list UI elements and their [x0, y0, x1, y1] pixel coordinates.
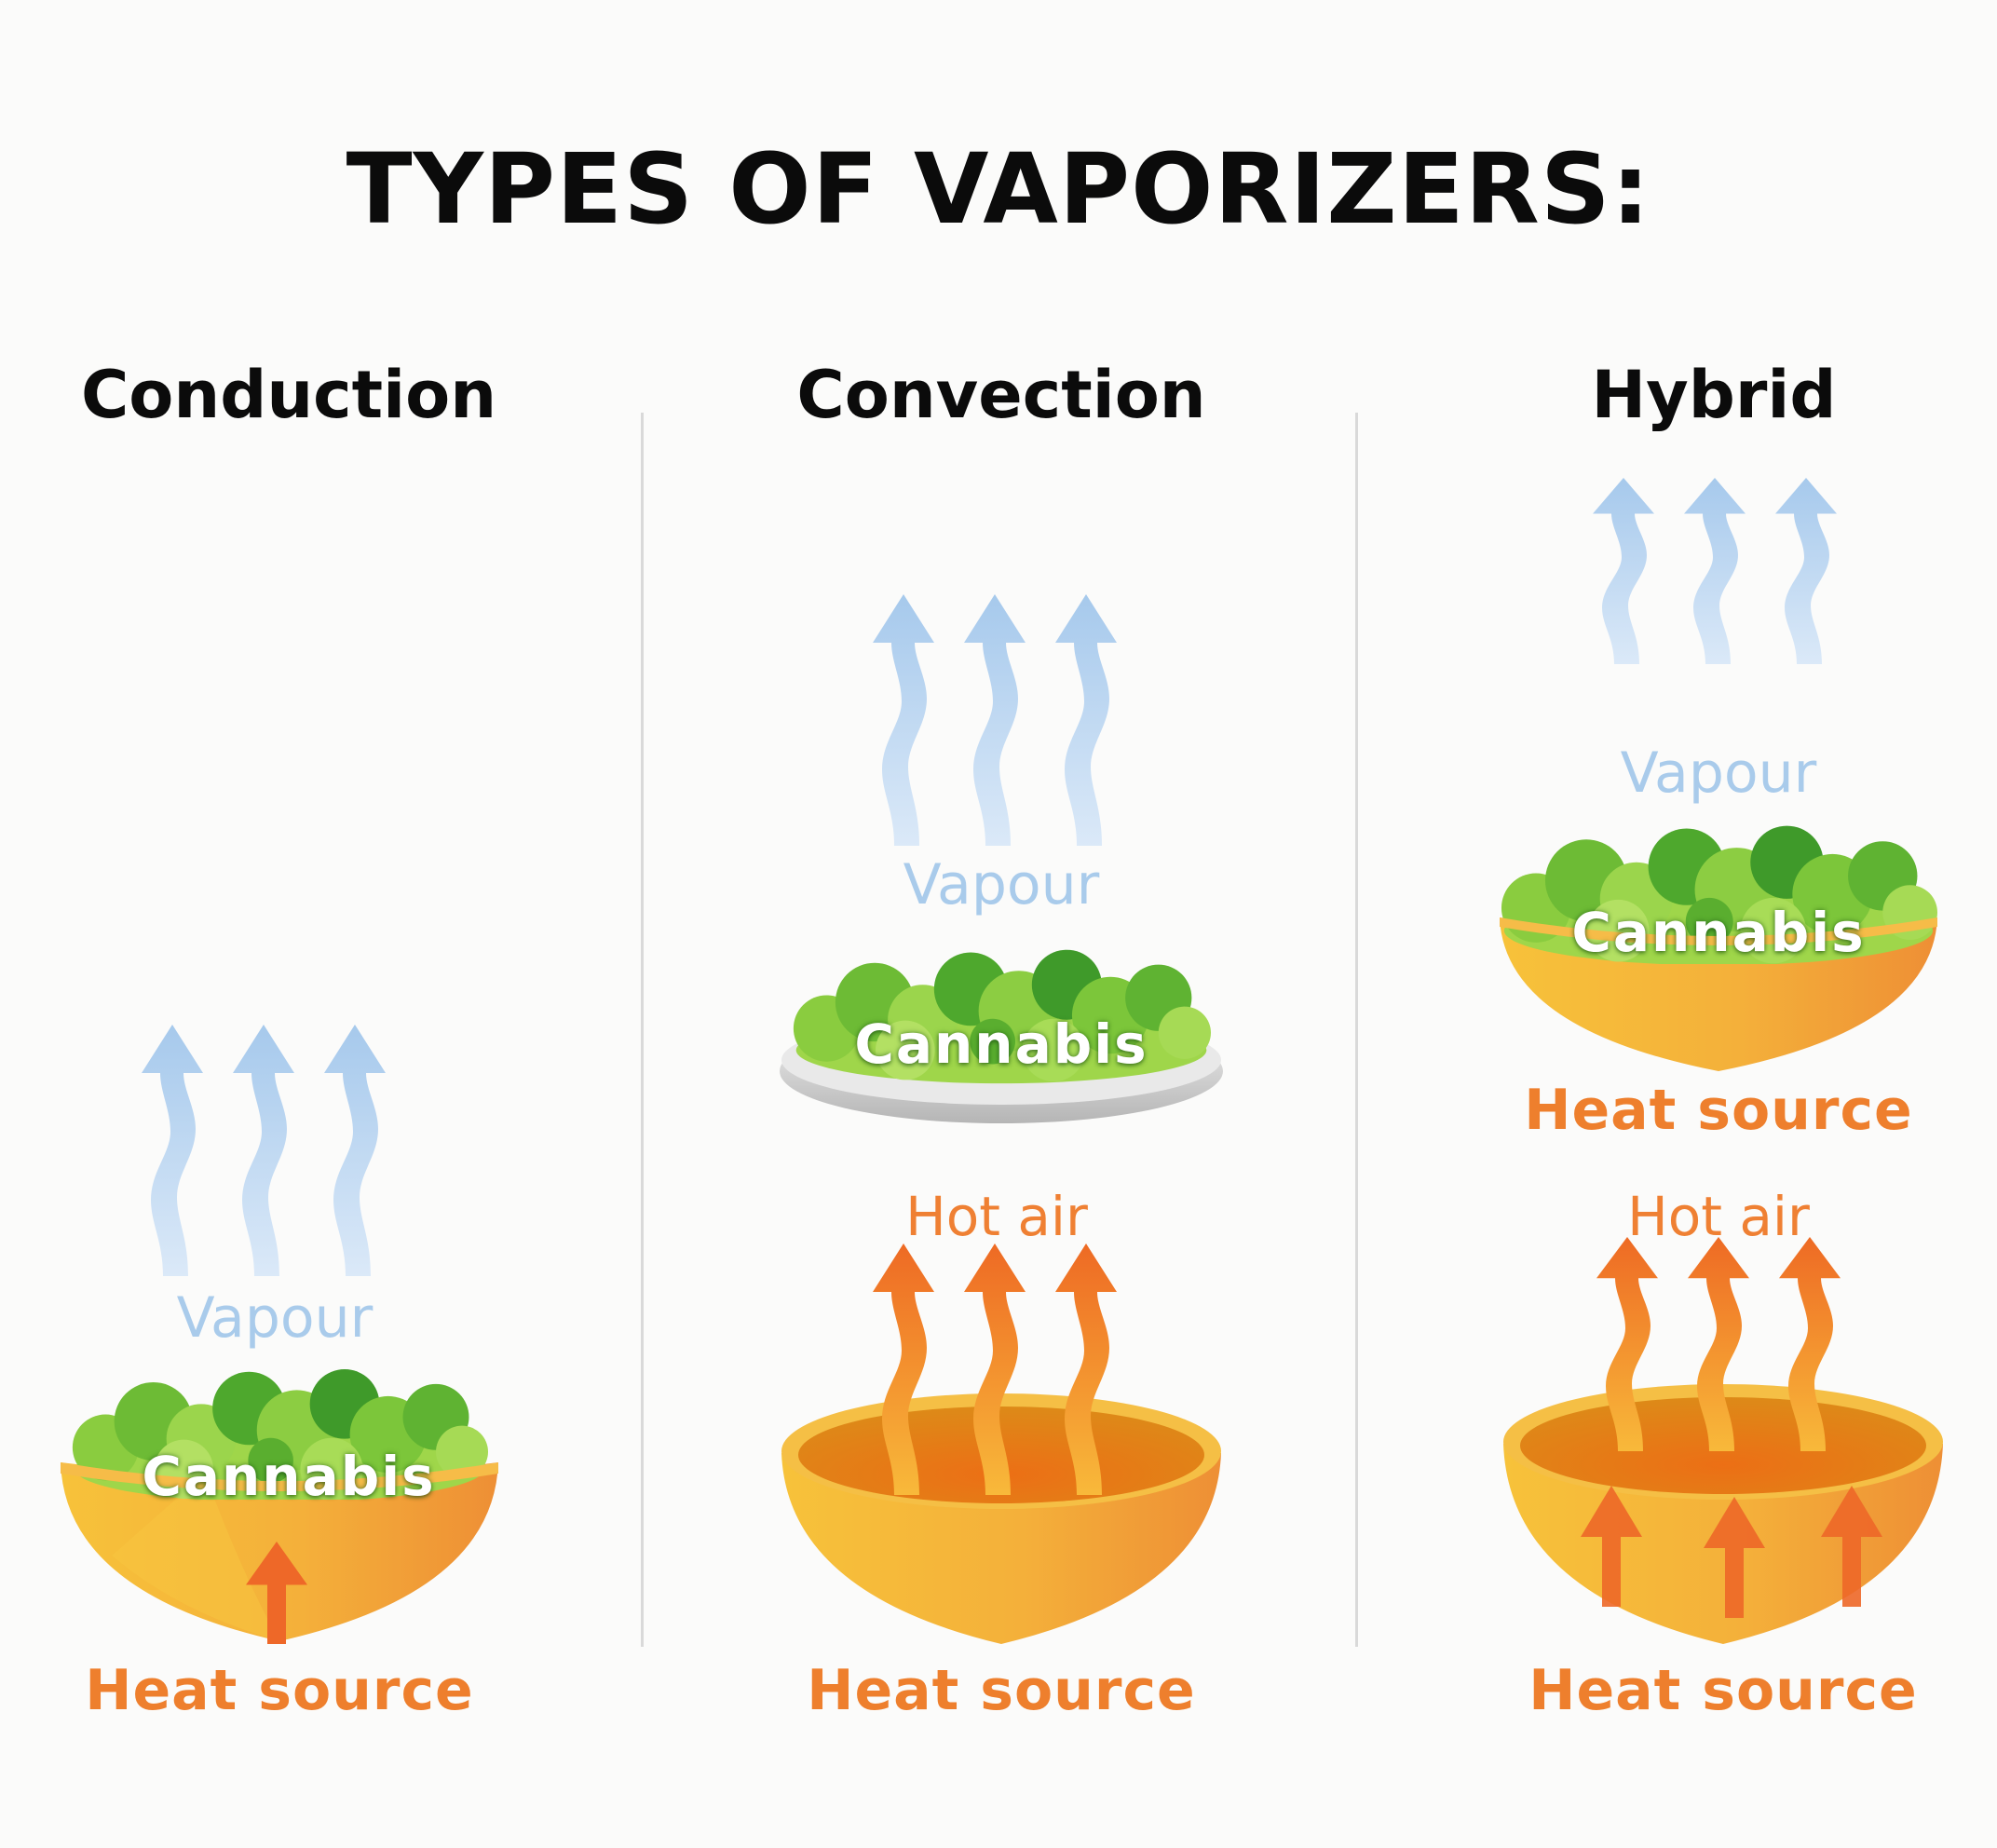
hot-air-arrows-icon	[1596, 1237, 1841, 1451]
heat-source-label: Heat source	[85, 1658, 474, 1723]
heat-source-label: Heat source	[1528, 1658, 1918, 1723]
heat-source-label: Heat source	[1524, 1078, 1913, 1143]
hot-air-label: Hot air	[905, 1185, 1088, 1248]
page-title: TYPES OF VAPORIZERS:	[346, 132, 1651, 246]
column-divider	[1355, 413, 1358, 1647]
conduction-heading: Conduction	[80, 357, 497, 433]
vapour-label: Vapour	[1620, 741, 1817, 806]
vapour-arrows-icon	[873, 594, 1117, 846]
hot-air-arrows-icon	[873, 1243, 1117, 1495]
cannabis-label: Cannabis	[1571, 901, 1866, 964]
heat-arrows-icon	[1581, 1486, 1882, 1618]
cannabis-plate-icon	[780, 949, 1223, 1123]
vapour-label: Vapour	[903, 852, 1100, 917]
column-divider	[641, 413, 644, 1647]
cannabis-label: Cannabis	[142, 1445, 436, 1508]
vapour-label: Vapour	[176, 1285, 374, 1351]
heat-source-label: Heat source	[807, 1658, 1196, 1723]
cannabis-label: Cannabis	[854, 1012, 1148, 1076]
cannabis-bowl-icon	[1500, 825, 1937, 1071]
heat-arrow-icon	[246, 1542, 307, 1644]
hybrid-heading: Hybrid	[1591, 357, 1837, 433]
convection-heading: Convection	[796, 357, 1206, 433]
vapour-arrows-icon	[1593, 478, 1837, 664]
hot-air-label: Hot air	[1627, 1185, 1810, 1248]
vapour-arrows-icon	[142, 1025, 386, 1276]
